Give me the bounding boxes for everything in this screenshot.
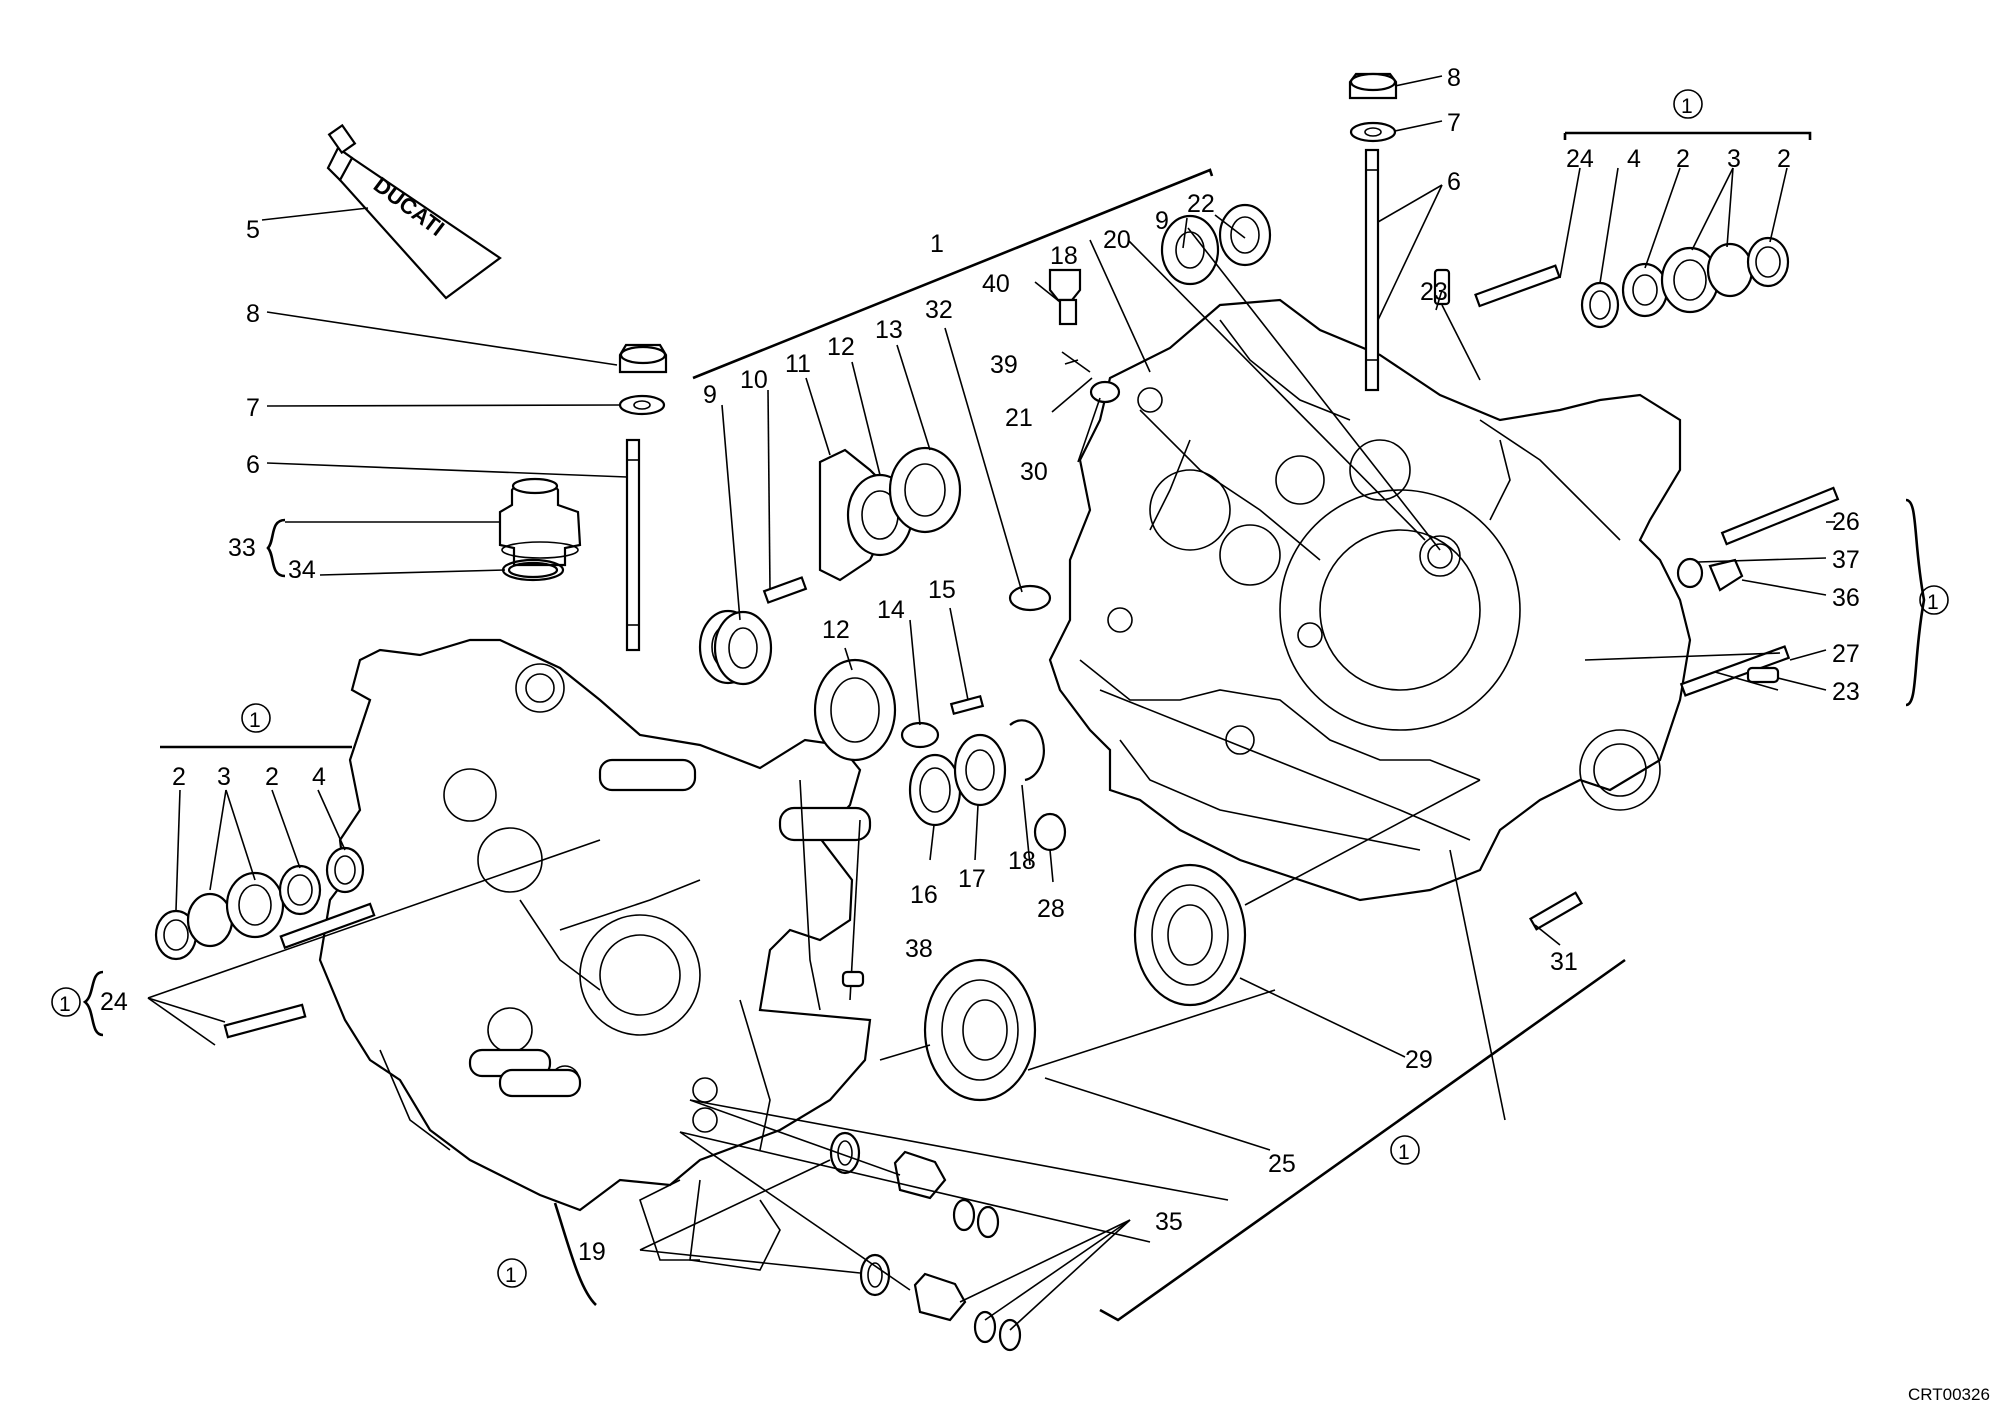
- kit-symbol-top-right: 1: [1673, 89, 1703, 119]
- svg-text:1: 1: [1681, 95, 1693, 118]
- callout-24-right: 24: [1566, 145, 1594, 173]
- callout-19: 19: [578, 1238, 606, 1266]
- kit-symbol-far-left: 1: [51, 987, 81, 1017]
- kit-symbol-right: 1: [1919, 585, 1949, 615]
- callout-17: 17: [958, 865, 986, 893]
- callout-12-top: 12: [827, 333, 855, 361]
- callout-2-left-a: 2: [172, 763, 186, 791]
- callout-11: 11: [785, 350, 811, 378]
- drawing-code: CRT00326: [1908, 1385, 1990, 1404]
- callout-22: 22: [1187, 190, 1215, 218]
- svg-text:1: 1: [249, 709, 261, 732]
- callout-26: 26: [1832, 508, 1860, 536]
- callout-30: 30: [1020, 458, 1048, 486]
- breather-cap: [498, 477, 582, 582]
- callout-40: 40: [982, 270, 1010, 298]
- callout-33: 33: [228, 534, 256, 562]
- callout-14: 14: [877, 596, 905, 624]
- callout-35: 35: [1155, 1208, 1183, 1236]
- callout-37: 37: [1832, 546, 1860, 574]
- left-main-bearing-stack: [154, 846, 376, 1039]
- callout-3-right: 3: [1727, 145, 1741, 173]
- callout-20: 20: [1103, 226, 1131, 254]
- callout-36: 36: [1832, 584, 1860, 612]
- left-bearing-group: [698, 203, 1272, 852]
- callout-27: 27: [1832, 640, 1860, 668]
- leader-lines: [147, 75, 1835, 1331]
- right-main-bearing-stack: [1433, 236, 1790, 329]
- callout-1-top: 1: [930, 230, 944, 258]
- callout-7-left: 7: [246, 394, 260, 422]
- callout-10: 10: [740, 366, 768, 394]
- callout-16: 16: [910, 881, 938, 909]
- callout-3-left: 3: [217, 763, 231, 791]
- svg-text:1: 1: [59, 993, 71, 1016]
- kit-symbol-bottom-left: 1: [497, 1258, 527, 1288]
- callout-6-right: 6: [1447, 168, 1461, 196]
- left-crankcase-half: [318, 638, 872, 1271]
- kit-symbol-bottom-right: 1: [1390, 1135, 1420, 1165]
- callout-6-left: 6: [246, 451, 260, 479]
- callout-31: 31: [1550, 948, 1578, 976]
- callout-25: 25: [1268, 1150, 1296, 1178]
- sealant-tube: DUCATI: [326, 123, 502, 300]
- left-stud-assembly: [618, 343, 668, 652]
- callout-9-right: 9: [1155, 207, 1169, 235]
- callout-21: 21: [1005, 404, 1033, 432]
- callout-12-mid: 12: [822, 616, 850, 644]
- callout-38: 38: [905, 935, 933, 963]
- callout-39: 39: [990, 351, 1018, 379]
- callout-4-left: 4: [312, 763, 326, 791]
- callout-7-right: 7: [1447, 109, 1461, 137]
- callout-numbers: 5 8 7 6 33 34 2 3 2 4 24 1 9 10 11 12 13…: [100, 64, 1860, 1266]
- callout-5: 5: [246, 216, 260, 244]
- right-crankcase-half: [1048, 298, 1692, 902]
- callout-13: 13: [875, 316, 903, 344]
- callout-8-left: 8: [246, 300, 260, 328]
- large-bearings: [841, 863, 1247, 1102]
- kit-symbol-left: 1: [241, 703, 271, 733]
- callout-15: 15: [928, 576, 956, 604]
- callout-2-right-a: 2: [1676, 145, 1690, 173]
- kit-brackets: [82, 131, 1926, 1322]
- svg-text:1: 1: [505, 1264, 517, 1287]
- callout-2-right-b: 2: [1777, 145, 1791, 173]
- callout-24-left: 24: [100, 988, 128, 1016]
- svg-text:1: 1: [1398, 1141, 1410, 1164]
- svg-text:1: 1: [1927, 591, 1939, 614]
- callout-2-left-b: 2: [265, 763, 279, 791]
- callout-32: 32: [925, 296, 953, 324]
- right-stud-assembly: [1348, 72, 1398, 392]
- callout-4-right: 4: [1627, 145, 1641, 173]
- callout-18-top: 18: [1050, 242, 1078, 270]
- callout-23-right: 23: [1832, 678, 1860, 706]
- callout-23-top: 23: [1420, 278, 1448, 306]
- callout-9-left: 9: [703, 381, 717, 409]
- callout-29: 29: [1405, 1046, 1433, 1074]
- callout-8-right: 8: [1447, 64, 1461, 92]
- callout-28: 28: [1037, 895, 1065, 923]
- callout-18-mid: 18: [1008, 847, 1036, 875]
- callout-34: 34: [288, 556, 316, 584]
- oil-fittings: [829, 1131, 1022, 1352]
- kit-symbols: 1 1 1 1 1 1: [51, 89, 1949, 1288]
- right-screws: [1528, 486, 1840, 931]
